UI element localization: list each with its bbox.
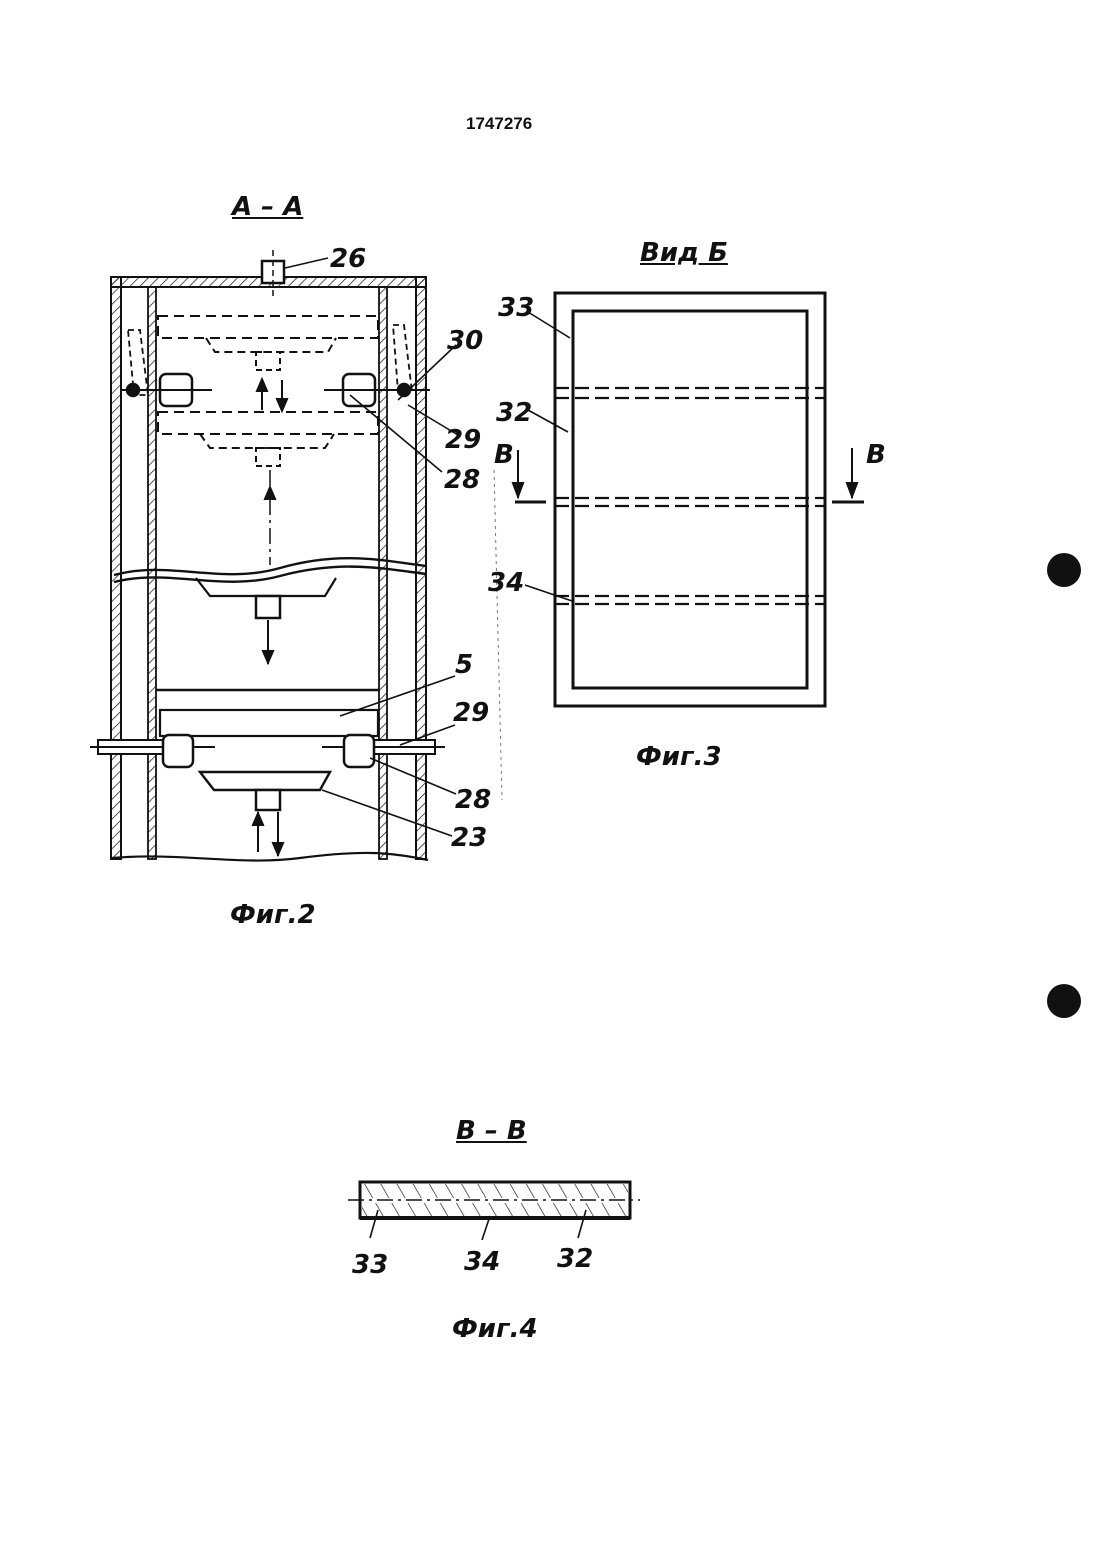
fig3-view-title: Вид Б: [640, 240, 728, 266]
fig4-label-34: 34: [464, 1249, 500, 1275]
fig4-caption: Фиг.4: [452, 1316, 538, 1342]
fig4-label-33: 33: [352, 1252, 388, 1278]
fig3-caption: Фиг.3: [636, 744, 722, 770]
fig2-drawing: [0, 0, 520, 900]
fig4-drawing: [340, 1170, 650, 1240]
fig2-caption: Фиг.2: [230, 902, 316, 928]
fig2-label-28-upper: 28: [444, 467, 480, 493]
fig3-label-32: 32: [496, 400, 532, 426]
fig3-label-33: 33: [498, 295, 534, 321]
fig4-label-32: 32: [557, 1246, 593, 1272]
fig4-section-title: В – В: [456, 1118, 527, 1144]
fig2-label-5: 5: [455, 652, 473, 678]
fig2-label-26: 26: [330, 246, 366, 272]
binder-hole-bottom: [1047, 984, 1081, 1018]
fig3-label-34: 34: [488, 570, 524, 596]
fig3-drawing: [480, 280, 900, 720]
fig3-label-b-left: В: [494, 442, 514, 468]
fig2-label-28-lower: 28: [455, 787, 491, 813]
binder-hole-top: [1047, 553, 1081, 587]
fig2-label-23: 23: [451, 825, 487, 851]
fig2-label-30: 30: [447, 328, 483, 354]
fig2-label-29-upper: 29: [445, 427, 481, 453]
fig3-label-b-right: В: [866, 442, 886, 468]
